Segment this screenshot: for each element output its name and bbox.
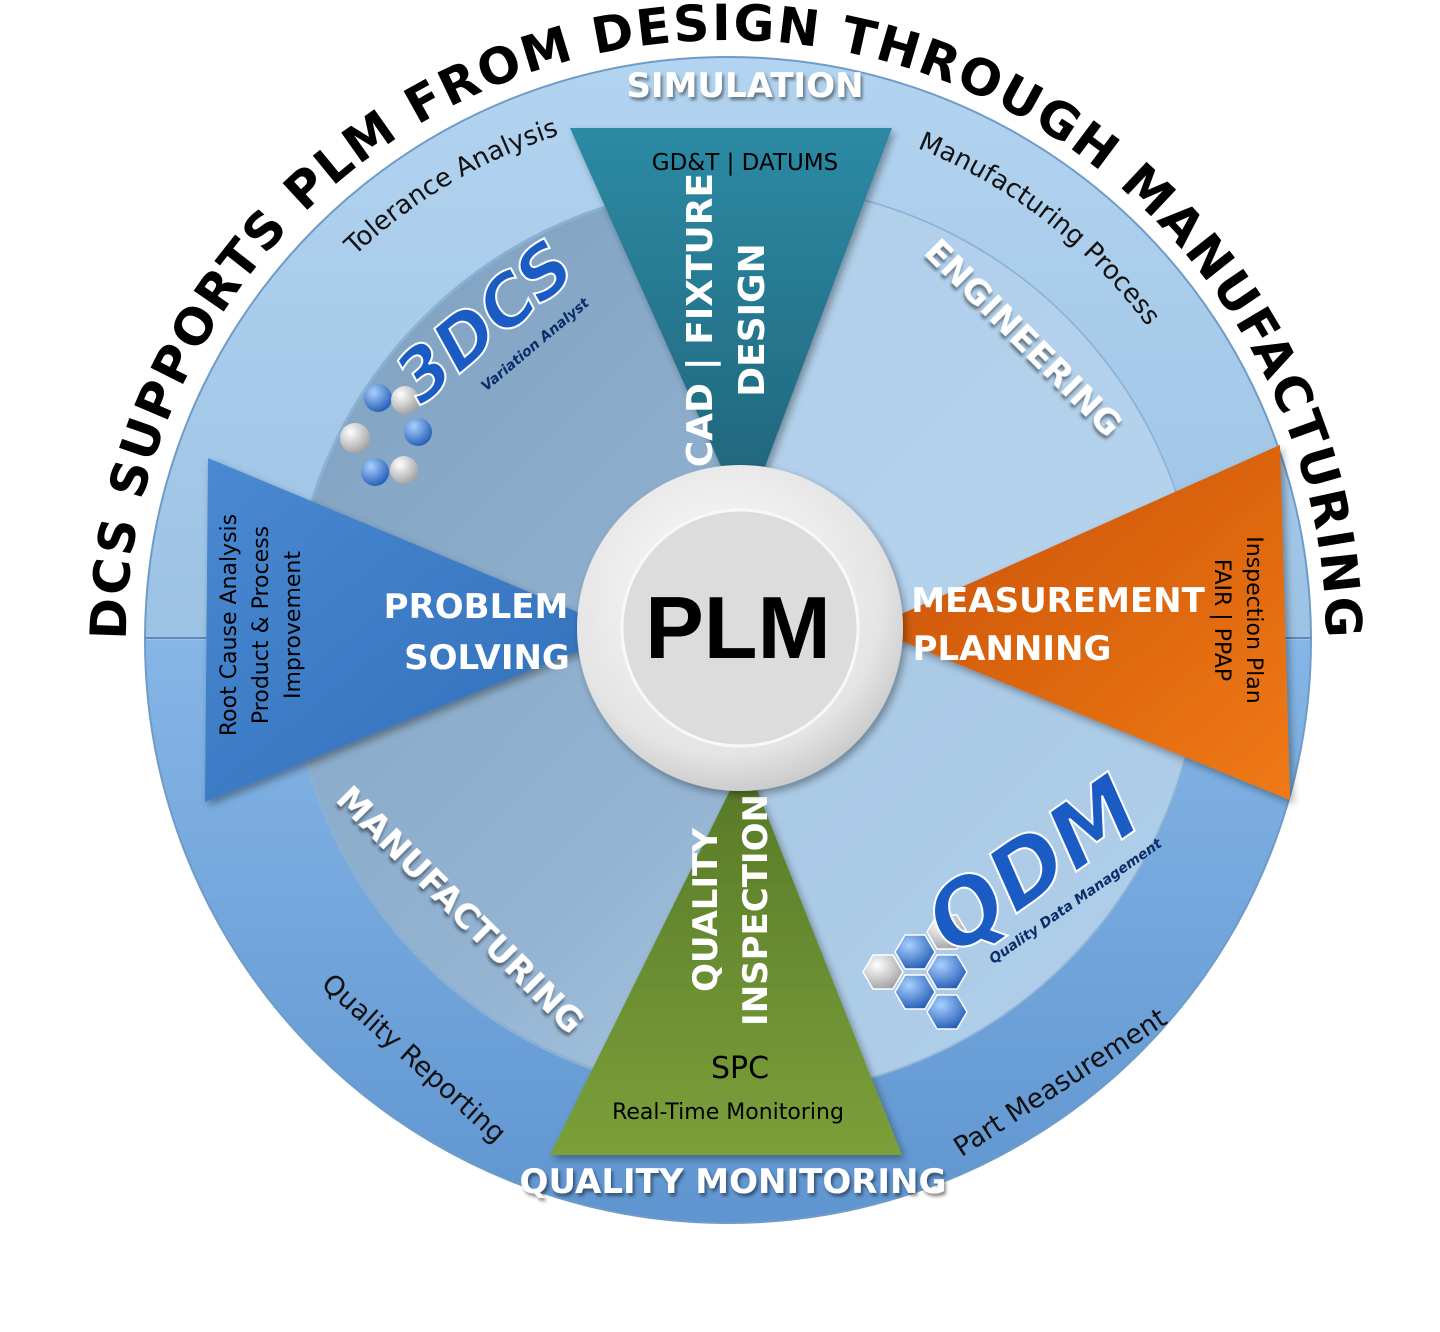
logo-hex: [926, 914, 968, 950]
qdm-quadrant: [745, 640, 1200, 1095]
logo-dot: [404, 418, 432, 446]
cad-wedge-title-line1: CAD | FIXTURE: [680, 173, 721, 467]
measurement-title-line2: PLANNING: [913, 629, 1112, 669]
cad-wedge-title-line2: DESIGN: [732, 243, 773, 396]
cad-wedge: [570, 128, 892, 520]
hub-plm-label: PLM: [645, 578, 831, 677]
problem-side-line2: Product & Process: [249, 526, 274, 724]
problem-title-line2: SOLVING: [404, 638, 570, 678]
logo-dot: [390, 456, 418, 484]
logo-hex: [894, 934, 936, 970]
measurement-title-line1: MEASUREMENT: [911, 581, 1205, 621]
logo-dot: [361, 458, 389, 486]
problem-title-line1: PROBLEM: [384, 587, 569, 627]
quality-title-line1: QUALITY: [686, 828, 726, 992]
logo-dot: [364, 384, 392, 412]
logo-hex: [926, 994, 968, 1030]
quality-wedge: [550, 760, 902, 1155]
quality-title-line2: INSPECTION: [736, 794, 776, 1026]
cad-wedge-top-label: GD&T | DATUMS: [652, 150, 838, 176]
logo-hex: [926, 954, 968, 990]
logo-hex: [894, 974, 936, 1010]
quality-monitoring-label: QUALITY MONITORING: [520, 1162, 947, 1202]
measurement-wedge: [870, 445, 1290, 800]
quality-sub-spc: SPC: [711, 1051, 769, 1086]
hub-inner: [620, 508, 860, 748]
simulation-label: SIMULATION: [626, 66, 863, 106]
measurement-side-line2: FAIR | PPAP: [1209, 559, 1234, 681]
logo-hex: [862, 954, 904, 990]
logo-dot: [391, 386, 419, 414]
problem-side-line1: Root Cause Analysis: [217, 514, 242, 736]
problem-wedge: [205, 458, 625, 802]
problem-side-line3: Improvement: [281, 551, 306, 699]
logo-dot: [340, 423, 370, 453]
quality-sub-monitoring: Real-Time Monitoring: [612, 1100, 844, 1125]
measurement-side-line1: Inspection Plan: [1241, 536, 1266, 703]
